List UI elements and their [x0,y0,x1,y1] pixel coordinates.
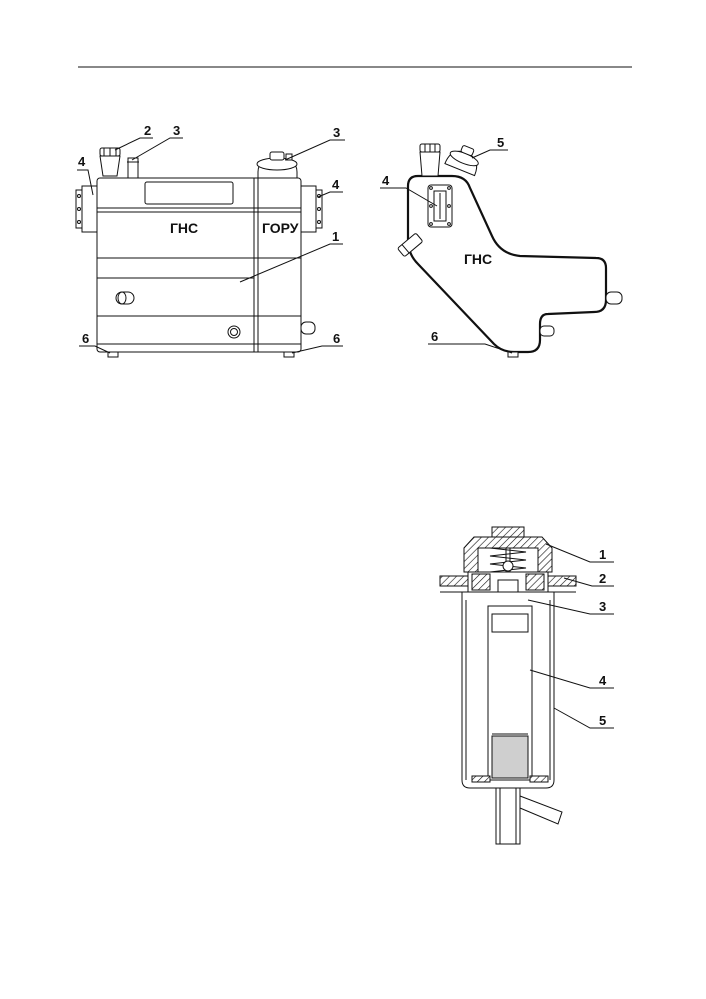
tank-front-view [75,147,323,358]
callout-4-side: 4 [382,173,390,188]
callout-1: 1 [332,229,339,244]
left-callout-leaders [77,137,345,354]
tank-label-gns: ГНС [170,220,198,236]
callout-4-right: 4 [332,177,340,192]
tank-label-goru: ГОРУ [262,220,299,236]
filter-callout-1: 1 [599,547,606,562]
callout-6-side: 6 [431,329,438,344]
tank-label-gns-side: ГНС [464,251,492,267]
filter-callout-5: 5 [599,713,606,728]
callout-2: 2 [144,123,151,138]
callout-5-side: 5 [497,135,504,150]
filter-callout-2: 2 [599,571,606,586]
callout-3-left: 3 [173,123,180,138]
callout-4-left: 4 [78,154,86,169]
filter-callout-4: 4 [599,673,607,688]
callout-3-right: 3 [333,125,340,140]
filter-callout-3: 3 [599,599,606,614]
filter-callout-leaders [527,543,614,729]
tank-side-view [397,143,623,358]
filter-section [439,526,577,845]
callout-6-right: 6 [333,331,340,346]
right-callout-leaders [380,149,513,354]
callout-6-left: 6 [82,331,89,346]
